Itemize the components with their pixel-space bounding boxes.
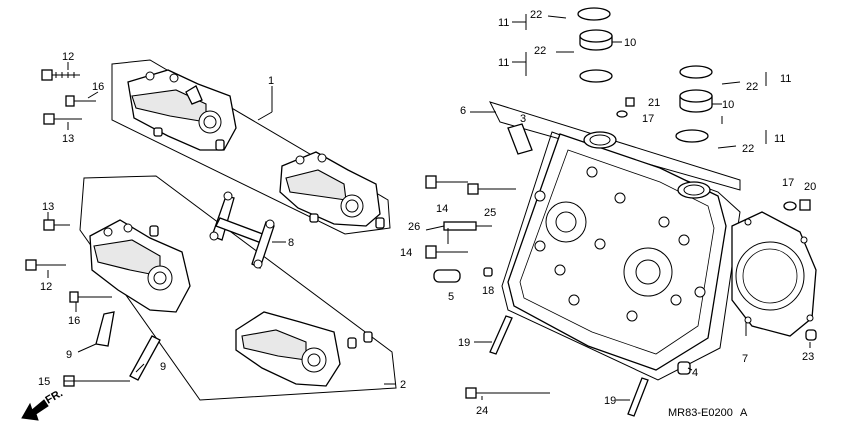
drawing-code: MR83-E0200 bbox=[668, 407, 733, 419]
callout-20: 20 bbox=[804, 181, 816, 193]
head-gasket bbox=[731, 211, 817, 337]
callout-25: 25 bbox=[484, 207, 496, 219]
front-arrow-icon bbox=[21, 399, 49, 421]
rocker-assembly-group-2 bbox=[79, 175, 397, 401]
callout-26: 26 bbox=[408, 221, 420, 233]
callout-22b: 22 bbox=[534, 45, 546, 57]
callout-13b: 13 bbox=[42, 201, 54, 213]
intake-rubbers bbox=[547, 7, 817, 375]
callout-10a: 10 bbox=[624, 37, 636, 49]
front-direction-marker: FR. bbox=[21, 387, 65, 421]
callout-23: 23 bbox=[802, 351, 814, 363]
front-label: FR. bbox=[44, 387, 65, 406]
callout-22c: 22 bbox=[746, 81, 758, 93]
callout-13a: 13 bbox=[62, 133, 74, 145]
callout-11a: 11 bbox=[498, 17, 509, 29]
callout-19a: 19 bbox=[458, 337, 470, 349]
callout-22a: 22 bbox=[530, 9, 542, 21]
callout-6: 6 bbox=[460, 105, 466, 117]
callout-3: 3 bbox=[520, 113, 526, 125]
callout-16a: 16 bbox=[92, 81, 104, 93]
callout-18: 18 bbox=[482, 285, 494, 297]
callout-9a: 9 bbox=[66, 349, 72, 361]
callout-21: 21 bbox=[648, 97, 660, 109]
callout-14b: 14 bbox=[400, 247, 412, 259]
callout-17b: 17 bbox=[782, 177, 794, 189]
leader-lines bbox=[47, 14, 811, 401]
rocker-assembly-group-1 bbox=[111, 59, 391, 235]
callout-numbers: 1 2 3 4 5 6 7 8 9 9 10 10 11 11 11 11 12… bbox=[38, 9, 816, 417]
callout-16b: 16 bbox=[68, 315, 80, 327]
callout-10b: 10 bbox=[722, 99, 734, 111]
cylinder-head bbox=[433, 97, 741, 381]
callout-11c: 11 bbox=[780, 73, 791, 85]
callout-17a: 17 bbox=[642, 113, 654, 125]
callout-15: 15 bbox=[38, 376, 50, 388]
drawing-code-suffix: A bbox=[740, 407, 748, 419]
callout-19b: 19 bbox=[604, 395, 616, 407]
callout-24: 24 bbox=[476, 405, 488, 417]
callout-14a: 14 bbox=[436, 203, 448, 215]
callout-22d: 22 bbox=[742, 143, 754, 155]
callout-5: 5 bbox=[448, 291, 454, 303]
callout-9b: 9 bbox=[160, 361, 166, 373]
callout-8: 8 bbox=[288, 237, 294, 249]
callout-1: 1 bbox=[268, 75, 274, 87]
callout-12a: 12 bbox=[62, 51, 74, 63]
callout-12b: 12 bbox=[40, 281, 52, 293]
callout-7: 7 bbox=[742, 353, 748, 365]
callout-2: 2 bbox=[400, 379, 406, 391]
center-fasteners bbox=[425, 175, 649, 417]
callout-11d: 11 bbox=[774, 133, 785, 145]
callout-4: 4 bbox=[692, 367, 698, 379]
callout-11b: 11 bbox=[498, 57, 509, 69]
